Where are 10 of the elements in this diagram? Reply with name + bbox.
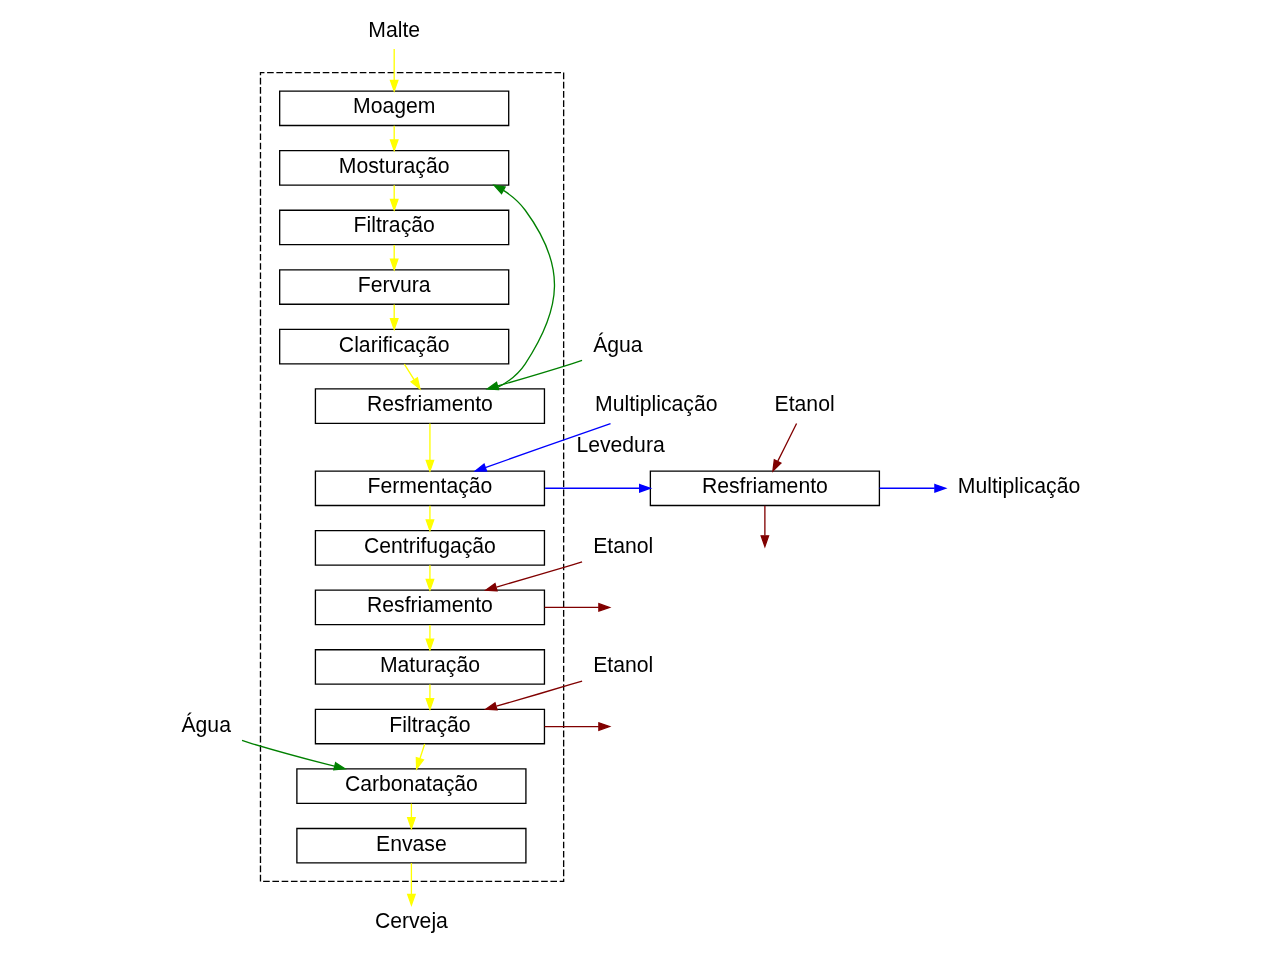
node-text: Malte <box>368 17 421 41</box>
node-text: Multiplicação <box>595 391 718 415</box>
node-text: Etanol <box>593 533 654 557</box>
node-text: Etanol <box>774 391 835 415</box>
node-text: Água <box>181 712 231 736</box>
node-text: Cerveja <box>374 908 448 932</box>
node-text: Etanol <box>593 652 654 676</box>
node-text: Água <box>593 332 643 356</box>
node-text: Multiplicação <box>957 473 1081 497</box>
edge-label: Levedura <box>576 432 665 456</box>
